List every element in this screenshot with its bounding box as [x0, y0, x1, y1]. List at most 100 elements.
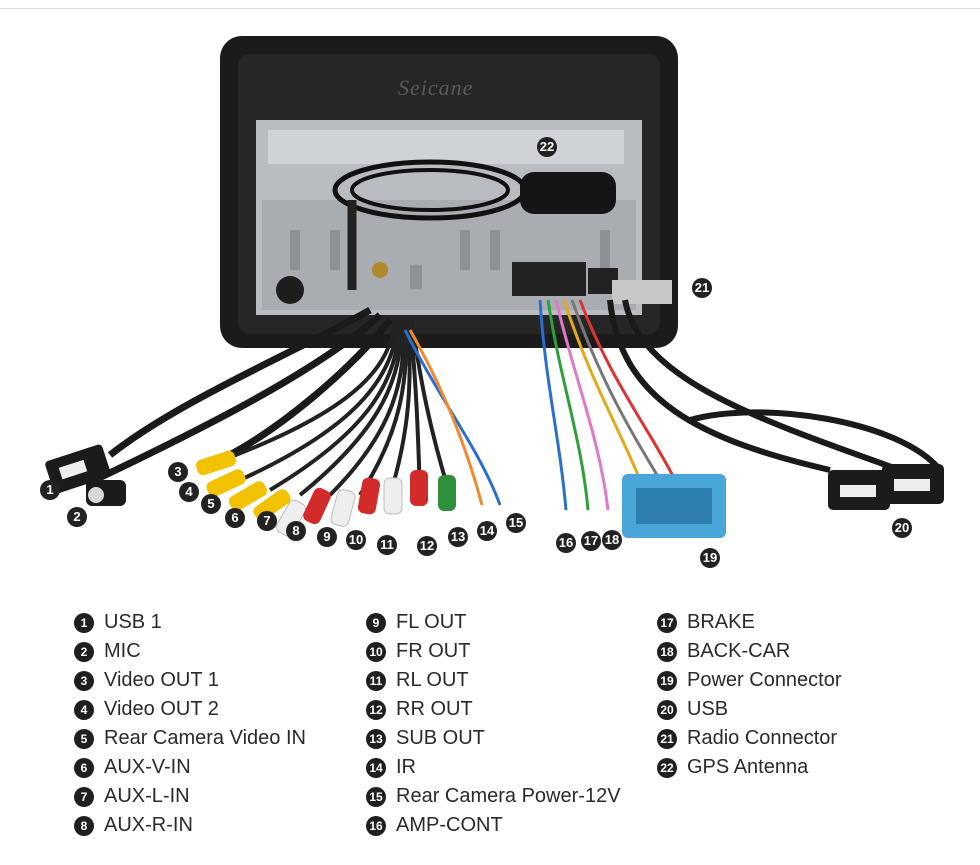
svg-text:3: 3	[174, 464, 181, 479]
number-badge: 15	[366, 786, 386, 807]
svg-text:5: 5	[207, 496, 214, 511]
callout-20: 20	[892, 518, 912, 538]
callout-8: 8	[286, 521, 306, 541]
callout-15: 15	[506, 513, 526, 533]
svg-text:22: 22	[540, 139, 554, 154]
number-badge: 2	[74, 641, 94, 662]
callout-12: 12	[417, 536, 437, 556]
legend-label: FR OUT	[396, 640, 471, 662]
legend-label: GPS Antenna	[687, 756, 809, 778]
legend-item: 9 FL OUT	[366, 608, 621, 637]
legend-label: SUB OUT	[396, 727, 485, 749]
legend-label: USB	[687, 698, 729, 720]
top-divider	[0, 8, 980, 9]
legend-label: Rear Camera Video IN	[104, 727, 306, 749]
legend-item: 4 Video OUT 2	[74, 695, 306, 724]
svg-text:20: 20	[895, 520, 909, 535]
svg-text:16: 16	[559, 535, 573, 550]
legend-label: Power Connector	[687, 669, 842, 691]
legend-label: Radio Connector	[687, 727, 838, 749]
number-badge: 3	[74, 670, 94, 691]
legend-label: BACK-CAR	[687, 640, 791, 662]
svg-text:8: 8	[292, 523, 299, 538]
callout-21: 21	[692, 278, 712, 298]
legend-item: 20 USB	[657, 695, 842, 724]
number-badge: 7	[74, 786, 94, 807]
number-badge: 22	[657, 757, 677, 778]
number-badge: 13	[366, 728, 386, 749]
legend-item: 14 IR	[366, 753, 621, 782]
number-badge: 12	[366, 699, 386, 720]
callout-17: 17	[581, 531, 601, 551]
legend-label: RL OUT	[396, 669, 469, 691]
gps-antenna	[332, 159, 616, 221]
legend-item: 11 RL OUT	[366, 666, 621, 695]
legend-item: 13 SUB OUT	[366, 724, 621, 753]
callout-18: 18	[602, 530, 622, 550]
legend-item: 5 Rear Camera Video IN	[74, 724, 306, 753]
number-badge: 6	[74, 757, 94, 778]
number-badge: 1	[74, 612, 94, 633]
legend-item: 12 RR OUT	[366, 695, 621, 724]
legend-label: AUX-R-IN	[104, 814, 193, 836]
legend-label: Video OUT 2	[104, 698, 219, 720]
callout-9: 9	[317, 527, 337, 547]
brand-logo: Seicane	[398, 75, 473, 100]
callout-11: 11	[377, 535, 397, 555]
svg-text:15: 15	[509, 515, 523, 530]
number-badge: 21	[657, 728, 677, 749]
legend-label: Rear Camera Power-12V	[396, 785, 621, 807]
legend-item: 18 BACK-CAR	[657, 637, 842, 666]
legend-label: FL OUT	[396, 611, 467, 633]
number-badge: 10	[366, 641, 386, 662]
callout-10: 10	[346, 530, 366, 550]
legend-label: IR	[396, 756, 416, 778]
number-badge: 19	[657, 670, 677, 691]
callout-5: 5	[201, 494, 221, 514]
callout-22: 22	[537, 137, 557, 157]
legend-label: BRAKE	[687, 611, 755, 633]
legend-column-3: 17 BRAKE 18 BACK-CAR 19 Power Connector 20 U…	[657, 608, 842, 782]
svg-text:12: 12	[420, 538, 434, 553]
svg-text:7: 7	[263, 513, 270, 528]
callout-16: 16	[556, 533, 576, 553]
number-badge: 8	[74, 815, 94, 836]
number-badge: 11	[366, 670, 386, 691]
legend-label: USB 1	[104, 611, 162, 633]
number-badge: 4	[74, 699, 94, 720]
svg-text:11: 11	[380, 537, 394, 552]
legend-label: AMP-CONT	[396, 814, 503, 836]
number-badge: 14	[366, 757, 386, 778]
number-badge: 17	[657, 612, 677, 633]
legend-column-2: 9 FL OUT 10 FR OUT 11 RL OUT 12 RR OUT 13 SUB…	[366, 608, 621, 840]
number-badge: 20	[657, 699, 677, 720]
svg-text:1: 1	[46, 482, 53, 497]
number-badge: 18	[657, 641, 677, 662]
legend-item: 1 USB 1	[74, 608, 306, 637]
callout-3: 3	[168, 462, 188, 482]
callout-6: 6	[225, 508, 245, 528]
number-badge: 9	[366, 612, 386, 633]
callout-1: 1	[40, 480, 60, 500]
callout-14: 14	[477, 521, 497, 541]
callout-2: 2	[67, 507, 87, 527]
number-badge: 5	[74, 728, 94, 749]
svg-text:13: 13	[451, 529, 465, 544]
svg-text:6: 6	[231, 510, 238, 525]
svg-text:10: 10	[349, 532, 363, 547]
product-photo: Seicane	[40, 36, 944, 568]
callout-markers: 1 2 3 4 5 6 7 8 9 10 11 12 13 14 15 16 1…	[40, 137, 912, 568]
svg-text:4: 4	[185, 484, 193, 499]
callout-4: 4	[179, 482, 199, 502]
svg-text:17: 17	[584, 533, 598, 548]
svg-text:19: 19	[703, 550, 717, 565]
svg-text:14: 14	[480, 523, 495, 538]
legend-label: RR OUT	[396, 698, 473, 720]
legend-item: 17 BRAKE	[657, 608, 842, 637]
legend-item: 19 Power Connector	[657, 666, 842, 695]
